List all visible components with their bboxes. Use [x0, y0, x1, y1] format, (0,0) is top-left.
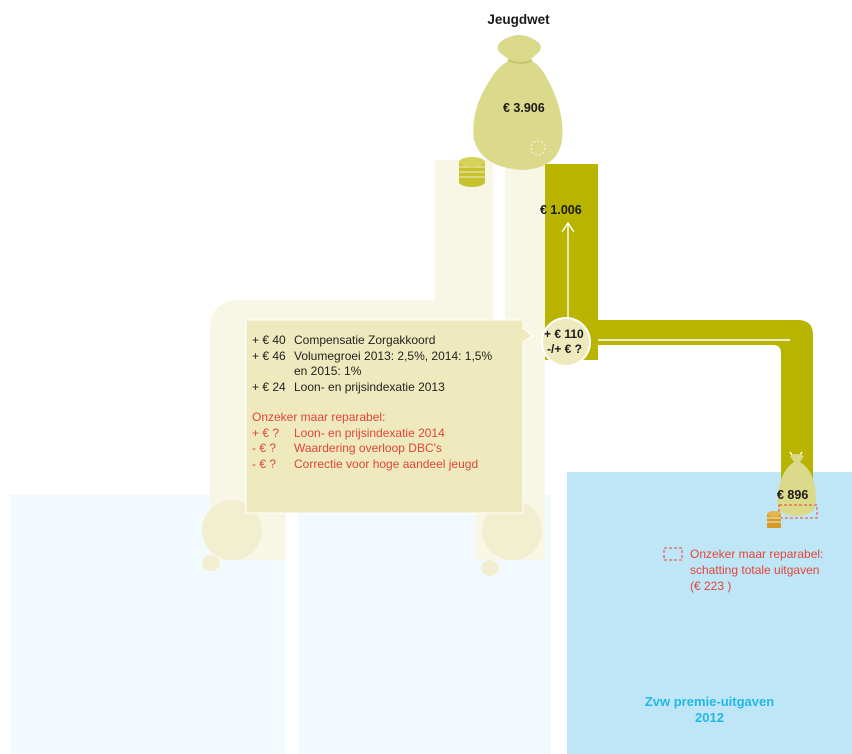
note-item-amount: + € 46 — [252, 348, 286, 363]
note-uncertain-text: Waardering overloop DBC's — [294, 441, 442, 455]
note-uncertain-amount: + € ? — [252, 425, 280, 440]
olive-flow — [545, 164, 813, 485]
small-coin-stack-icon — [767, 511, 781, 528]
note-item-amount: + € 40 — [252, 333, 286, 347]
zvw-label-line: Zvw premie-uitgaven — [644, 694, 775, 709]
legend-text: Onzeker maar reparabel: schatting totale… — [690, 546, 823, 594]
note-uncertain-amount: - € ? — [252, 441, 277, 455]
flow-arrow-vertical-head — [561, 221, 575, 233]
note-item: + € 46 Volumegroei 2013: 2,5%, 2014: 1,5% — [252, 349, 520, 365]
flow-node-circle — [541, 317, 591, 367]
note-uncertain-text: Correctie voor hoge aandeel jeugd — [294, 456, 479, 471]
flow-vertical-amount: € 1.006 — [540, 203, 582, 217]
note-item-amount — [252, 364, 294, 380]
note-uncertain-item: + € ? Loon- en prijsindexatie 2014 — [252, 426, 520, 442]
zvw-label-line: 2012 — [695, 710, 724, 725]
node-value-line1: + € 110 — [544, 327, 584, 341]
faded-bag-middle — [482, 500, 542, 560]
faded-coins-middle — [481, 560, 499, 576]
main-bag-amount: € 3.906 — [503, 101, 545, 115]
note-item: + € 40 Compensatie Zorgakkoord — [252, 333, 520, 349]
zvw-block — [567, 472, 852, 754]
note-item-text: Volumegroei 2013: 2,5%, 2014: 1,5% — [294, 348, 493, 363]
note-content: + € 40 Compensatie Zorgakkoord + € 46 Volu… — [252, 333, 520, 472]
note-box — [245, 319, 533, 514]
note-item-text: Compensatie Zorgakkoord — [294, 333, 436, 347]
coin-stack-icon — [459, 157, 485, 187]
note-item-amount: + € 24 — [252, 379, 286, 394]
faded-bag-left — [202, 500, 262, 560]
note-uncertain-amount: - € ? — [252, 456, 277, 471]
zvw-label: Zvw premie-uitgaven 2012 — [567, 694, 852, 726]
node-value-line2: -/+ € ? — [547, 342, 583, 356]
small-bag-amount: € 896 — [777, 488, 809, 502]
note-item-text: en 2015: 1% — [294, 364, 362, 378]
legend-line: (€ 223 ) — [690, 579, 732, 593]
note-uncertain-item: - € ? Correctie voor hoge aandeel jeugd — [252, 457, 520, 473]
note-uncertain-item: - € ? Waardering overloop DBC's — [252, 441, 520, 457]
note-uncertain-heading: Onzeker maar reparabel: — [252, 410, 386, 424]
uncertain-box-small — [778, 504, 818, 519]
note-item: en 2015: 1% — [252, 364, 520, 380]
legend-line: schatting totale uitgaven — [690, 563, 820, 577]
page-title: Jeugdwet — [487, 12, 550, 27]
legend-line: Onzeker maar reparabel: — [690, 547, 824, 561]
note-uncertain-text: Loon- en prijsindexatie 2014 — [294, 425, 445, 440]
note-item: + € 24 Loon- en prijsindexatie 2013 — [252, 380, 520, 396]
note-item-text: Loon- en prijsindexatie 2013 — [294, 379, 445, 394]
money-bag-icon — [473, 35, 563, 170]
small-money-bag-icon — [777, 454, 816, 516]
faded-coins-left — [202, 555, 220, 571]
